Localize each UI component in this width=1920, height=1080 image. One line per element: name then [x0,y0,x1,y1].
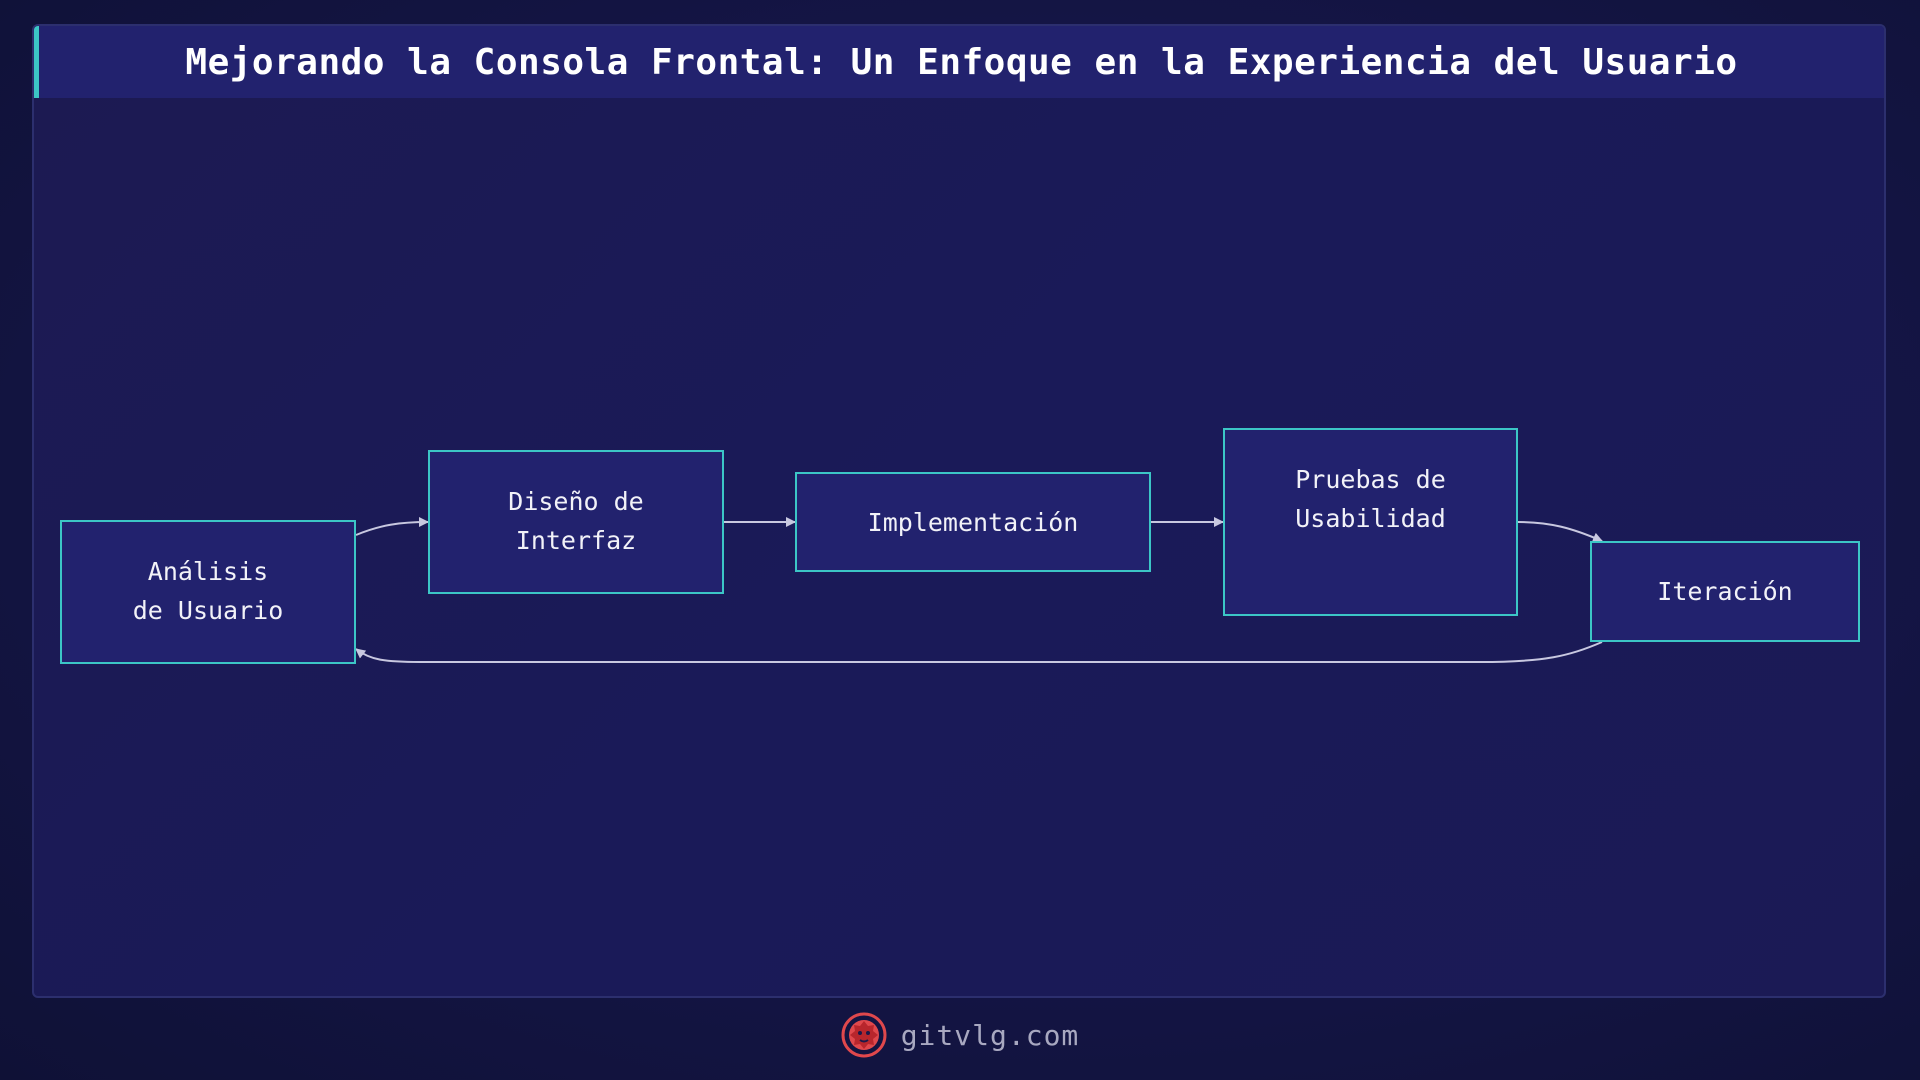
lion-logo-icon [841,1012,887,1058]
node-label: Iteración [1657,577,1793,606]
footer: gitvlg.com [0,1010,1920,1060]
node-label: Diseño de Interfaz [508,487,644,555]
diagram-panel: Mejorando la Consola Frontal: Un Enfoque… [32,24,1886,998]
node-pruebas-de-usabilidad: Pruebas de Usabilidad [1223,428,1518,616]
diagram-title: Mejorando la Consola Frontal: Un Enfoque… [185,41,1738,83]
node-diseno-de-interfaz: Diseño de Interfaz [428,450,724,594]
node-analisis-de-usuario: Análisis de Usuario [60,520,356,664]
node-label: Implementación [867,507,1079,537]
footer-site-link[interactable]: gitvlg.com [900,1018,1080,1052]
title-bar: Mejorando la Consola Frontal: Un Enfoque… [34,26,1884,98]
node-label: Pruebas de Usabilidad [1295,465,1446,533]
node-iteracion: Iteración [1590,541,1860,642]
node-implementacion: Implementación [795,472,1151,572]
node-label: Análisis de Usuario [132,557,284,625]
